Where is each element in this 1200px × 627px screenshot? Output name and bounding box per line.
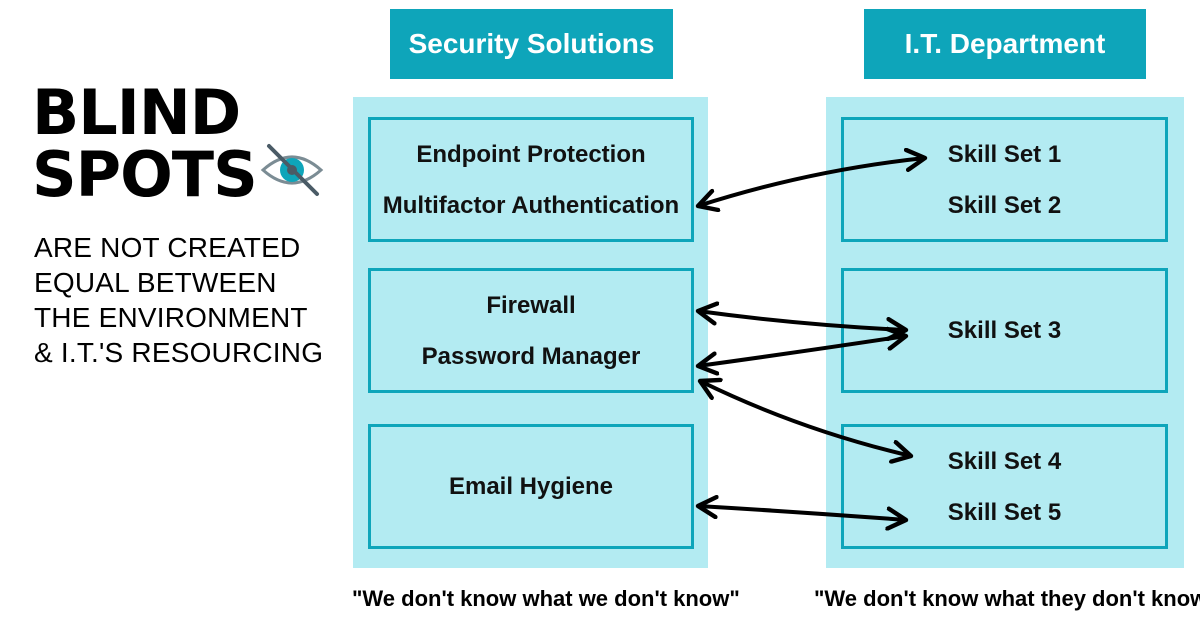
- it-quote: "We don't know what they don't know": [814, 586, 1200, 611]
- arrow-email-hygiene-skill-set-5: [698, 506, 906, 520]
- title-line-1: BLIND: [32, 76, 241, 149]
- box-item-skill-set-4: Skill Set 4: [947, 447, 1062, 475]
- box-item-firewall: Firewall: [486, 291, 576, 319]
- security-box-2: Firewall Password Manager: [368, 268, 694, 393]
- it-box-3: Skill Set 4 Skill Set 5: [841, 424, 1168, 549]
- box-item-skill-set-3: Skill Set 3: [947, 317, 1062, 344]
- security-solutions-panel: [353, 97, 708, 568]
- security-quote: "We don't know what we don't know": [352, 586, 740, 611]
- box-item-skill-set-1: Skill Set 1: [947, 140, 1062, 168]
- arrow-firewall-skill-set-3: [698, 311, 906, 330]
- subtitle: ARE NOT CREATED EQUAL BETWEEN THE ENVIRO…: [34, 232, 324, 368]
- box-item-password-manager: Password Manager: [421, 342, 641, 370]
- security-box-3: Email Hygiene: [368, 424, 694, 549]
- box-item-email-hygiene: Email Hygiene: [448, 473, 614, 500]
- it-department-header: I.T. Department: [864, 9, 1146, 79]
- title-line-2-row: SPOTS: [32, 144, 325, 206]
- crossed-eye-icon: [259, 140, 325, 210]
- arrow-mfa-skill-set-1: [698, 158, 925, 206]
- security-box-1: Endpoint Protection Multifactor Authenti…: [368, 117, 694, 242]
- security-solutions-header: Security Solutions: [390, 9, 673, 79]
- arrow-password-manager-skill-set-3: [698, 336, 906, 366]
- title-block: BLIND SPOTS: [32, 82, 325, 206]
- box-item-skill-set-2: Skill Set 2: [947, 191, 1062, 219]
- arrow-password-manager-skill-set-4: [700, 381, 911, 456]
- it-box-2: Skill Set 3: [841, 268, 1168, 393]
- box-item-multifactor-authentication: Multifactor Authentication: [382, 191, 680, 219]
- box-item-skill-set-5: Skill Set 5: [947, 498, 1062, 526]
- title-line-2: SPOTS: [32, 138, 258, 211]
- box-item-endpoint-protection: Endpoint Protection: [416, 140, 646, 168]
